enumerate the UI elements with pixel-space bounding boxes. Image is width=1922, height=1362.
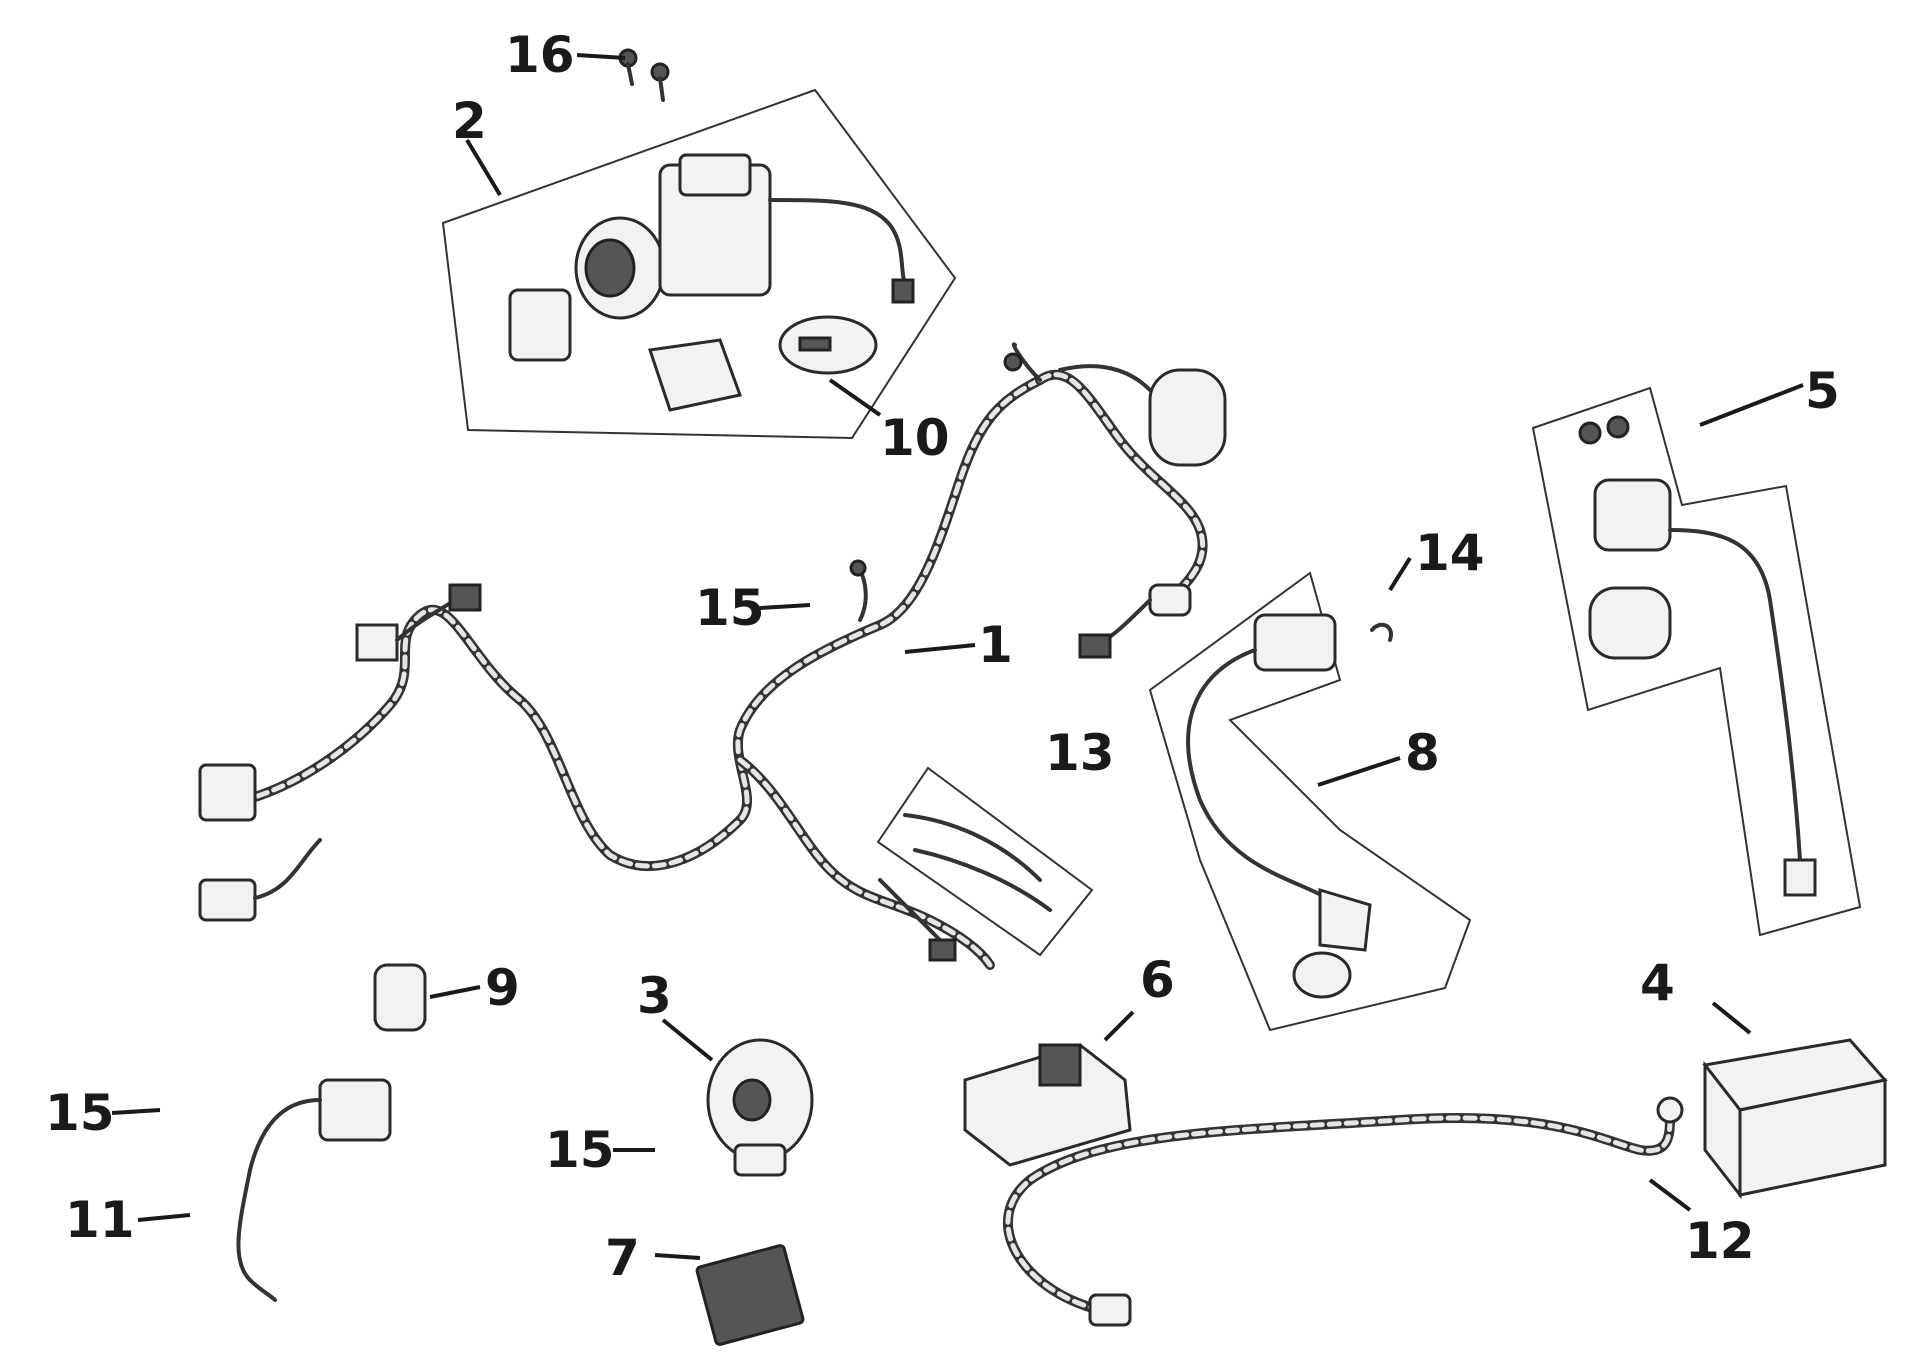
callout-10: 10 [880, 409, 950, 467]
clip-14 [1370, 622, 1393, 642]
callout-13: 13 [1045, 724, 1115, 782]
battery-cable-12 [1002, 1096, 1684, 1327]
callout-2: 2 [452, 92, 487, 150]
starter-relay-group [1531, 386, 1862, 937]
block-7 [695, 1244, 805, 1346]
callout-12: 12 [1685, 1212, 1755, 1270]
callout-16: 16 [505, 26, 575, 84]
cable-ties-group [876, 766, 1094, 957]
regulator-6 [963, 1043, 1132, 1167]
callout-15-left: 15 [45, 1084, 115, 1142]
callout-15-mid: 15 [545, 1121, 615, 1179]
screws-16 [618, 48, 670, 102]
callout-15-top: 15 [695, 579, 765, 637]
callout-11: 11 [65, 1191, 135, 1249]
leader-lines [111, 53, 1804, 1260]
callout-4: 4 [1640, 954, 1675, 1012]
callout-1: 1 [978, 616, 1013, 674]
ignition-coil-group [1148, 571, 1472, 1032]
callout-14: 14 [1415, 524, 1485, 582]
horn-3 [706, 1038, 814, 1177]
callout-labels: 16 2 10 5 14 15 1 13 8 9 3 6 4 15 15 11 … [45, 26, 1840, 1287]
callout-3: 3 [637, 967, 672, 1025]
switch-9 [373, 963, 427, 1032]
cdi-unit-11 [236, 1078, 392, 1302]
callout-9: 9 [485, 959, 520, 1017]
ignition-switch-group [441, 88, 957, 440]
battery-4 [1702, 1038, 1888, 1200]
callout-7: 7 [605, 1229, 640, 1287]
main-wire-harness [198, 342, 1227, 970]
callout-5: 5 [1805, 362, 1840, 420]
callout-8: 8 [1405, 724, 1440, 782]
callout-6: 6 [1140, 951, 1175, 1009]
